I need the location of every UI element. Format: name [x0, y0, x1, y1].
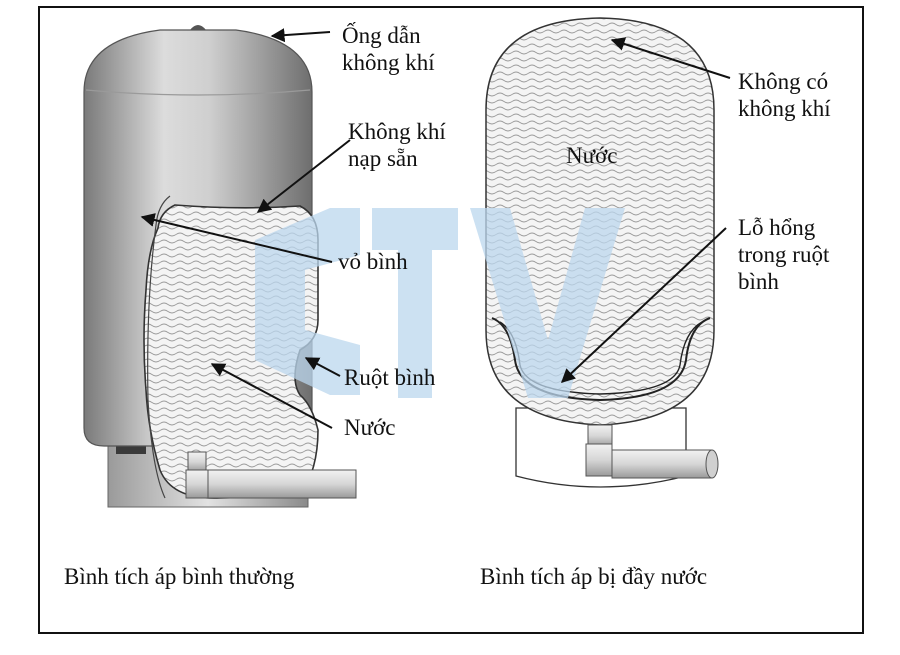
- right-outlet-pipe: [611, 449, 713, 479]
- label-hole-line2: trong ruột: [738, 242, 830, 267]
- right-outlet-pipe-end: [705, 449, 719, 479]
- arrow-no-air: [610, 37, 731, 79]
- label-air-valve-line1: Ống dẫn: [342, 23, 421, 48]
- caption-waterlogged-tank: Bình tích áp bị đầy nước: [480, 564, 708, 589]
- label-shell: vỏ bình: [338, 249, 408, 274]
- label-water-right: Nước: [566, 143, 618, 168]
- arrow-shell: [140, 213, 333, 263]
- arrow-bladder: [304, 357, 341, 377]
- label-hole: Lỗ hổng trong ruột bình: [738, 214, 829, 295]
- label-no-air-line2: không khí: [738, 96, 831, 121]
- left-bladder-inner-line: [147, 195, 171, 499]
- left-outlet-pipe: [207, 469, 357, 499]
- callout-arrows: [140, 28, 731, 429]
- label-hole-line3: bình: [738, 269, 779, 294]
- label-no-air: Không có không khí: [738, 68, 831, 122]
- arrow-water-left: [210, 363, 333, 429]
- watermark-logo: [255, 208, 625, 398]
- left-outlet-elbow: [185, 469, 209, 499]
- label-no-air-line1: Không có: [738, 69, 829, 94]
- arrow-precharge: [256, 139, 351, 213]
- caption-normal-tank: Bình tích áp bình thường: [64, 564, 295, 589]
- label-precharge-line1: Không khí: [348, 119, 446, 144]
- right-outlet-elbow: [585, 443, 613, 477]
- label-air-valve: Ống dẫn không khí: [342, 22, 435, 76]
- label-precharge-line2: nạp sẵn: [348, 146, 418, 171]
- arrow-hole: [560, 227, 727, 383]
- arrow-air-valve: [270, 28, 331, 43]
- air-valve-icon: [190, 25, 206, 30]
- label-water-left: Nước: [344, 415, 396, 440]
- label-hole-line1: Lỗ hổng: [738, 215, 816, 240]
- label-bladder: Ruột bình: [344, 365, 436, 390]
- left-outlet-neck: [187, 451, 207, 473]
- label-precharge: Không khí nạp sẵn: [348, 118, 446, 172]
- right-bladder-outer: [491, 317, 711, 402]
- diagram-frame: [38, 6, 864, 634]
- label-air-valve-line2: không khí: [342, 50, 435, 75]
- left-tank-dome-seam: [85, 89, 311, 96]
